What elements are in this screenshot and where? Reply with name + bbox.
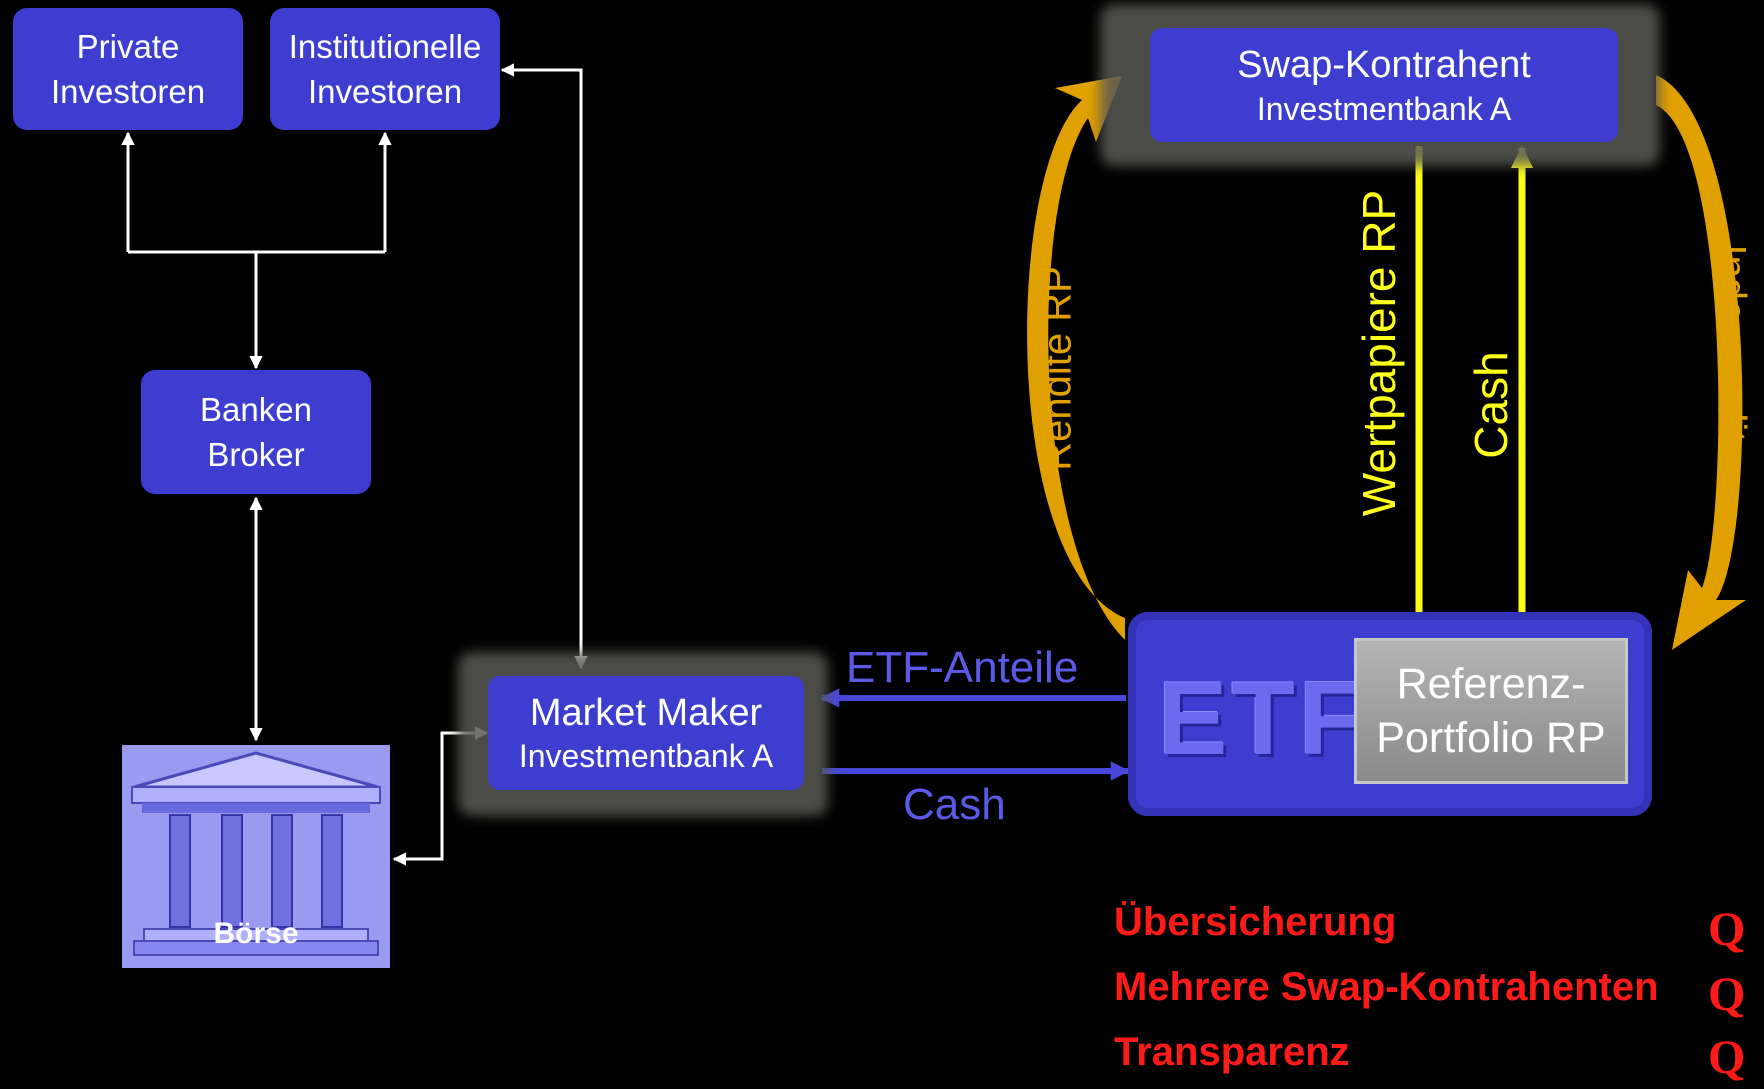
banks-line2: Broker <box>207 436 305 473</box>
reference-portfolio-box: Referenz- Portfolio RP <box>1354 638 1628 784</box>
institutional-investors-line2: Investoren <box>307 73 463 110</box>
banks-broker-box: Banken Broker <box>141 370 371 494</box>
exchange-building-icon <box>131 751 381 956</box>
private-investors-box: Private Investoren <box>13 8 243 130</box>
institutional-investors-box: Institutionelle Investoren <box>270 8 500 130</box>
risk-overcollateral-mark: Q <box>1708 903 1746 956</box>
risk-multiple-swap: Mehrere Swap-Kontrahenten <box>1114 965 1659 1009</box>
private-investors-line2: Investoren <box>50 73 206 110</box>
reference-portfolio-line1: Referenz- <box>1396 660 1586 708</box>
arrow-yield-rp <box>1027 76 1125 640</box>
exchange-building: Börse <box>122 745 390 968</box>
swap-counterparty-box: Swap-Kontrahent Investmentbank A <box>1150 28 1618 142</box>
swap-counterparty-line1: Swap-Kontrahent <box>1237 44 1531 86</box>
risk-transparency: Transparenz <box>1114 1030 1350 1074</box>
reference-portfolio-line2: Portfolio RP <box>1376 714 1606 762</box>
swap-counterparty-line2: Investmentbank A <box>1256 91 1512 127</box>
market-maker-box: Market Maker Investmentbank A <box>488 676 804 790</box>
institutional-investors-line1: Institutionelle <box>288 28 482 65</box>
yield-rp-label: Rendite RP <box>1035 266 1080 471</box>
market-maker-line1: Market Maker <box>529 692 763 734</box>
securities-rp-label: Wertpapiere RP <box>1353 189 1405 517</box>
risk-multiple-swap-mark: Q <box>1708 968 1746 1021</box>
etf-label: ETF <box>1158 661 1367 777</box>
banks-line1: Banken <box>200 391 312 428</box>
cash-bottom-label: Cash <box>903 780 1006 829</box>
risk-overcollateral: Übersicherung <box>1114 900 1397 944</box>
arrow-index-yield <box>1656 75 1746 650</box>
exchange-label: Börse <box>213 917 299 950</box>
private-investors-line1: Private <box>76 28 180 65</box>
risk-transparency-mark: Q <box>1708 1031 1746 1084</box>
market-maker-line2: Investmentbank A <box>518 738 774 774</box>
cash-vertical-label: Cash <box>1465 351 1517 459</box>
etf-box: ETF Referenz- Portfolio RP <box>1128 612 1652 816</box>
etf-shares-label: ETF-Anteile <box>846 643 1079 692</box>
index-yield-label: Indexrendite <box>1709 244 1754 465</box>
connector-mm-institutional <box>500 63 588 670</box>
